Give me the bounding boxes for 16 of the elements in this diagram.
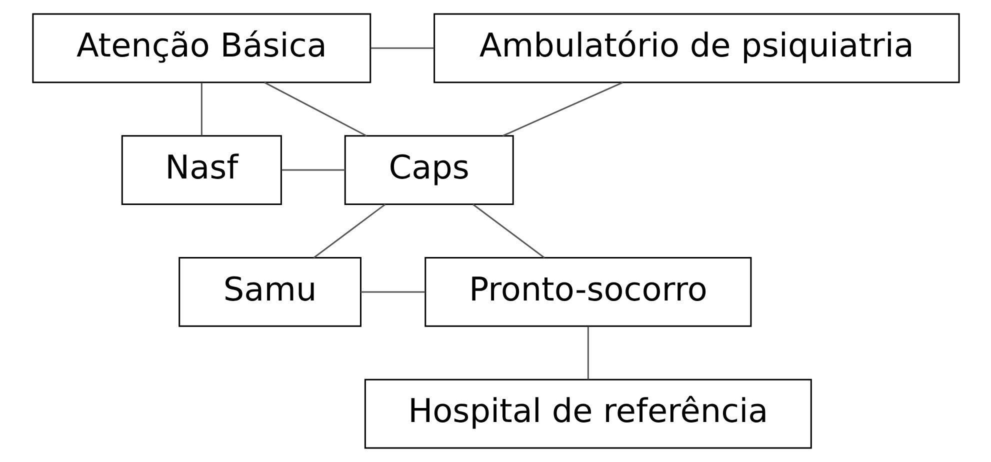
connector <box>312 204 386 258</box>
connector <box>472 204 544 258</box>
connector <box>281 169 344 171</box>
connector <box>370 47 434 49</box>
node-box: Nasf <box>120 135 282 205</box>
connector <box>502 82 623 137</box>
node-box: Atenção Básica <box>32 13 371 84</box>
node-box: Caps <box>344 135 514 205</box>
connector <box>264 82 366 137</box>
node-box: Ambulatório de psiquiatria <box>433 13 960 84</box>
node-box: Samu <box>178 257 361 327</box>
connector <box>360 291 425 293</box>
connector <box>586 326 588 380</box>
node-box: Hospital de referência <box>364 378 812 449</box>
connector <box>200 82 202 136</box>
node-box: Pronto-socorro <box>424 257 752 327</box>
